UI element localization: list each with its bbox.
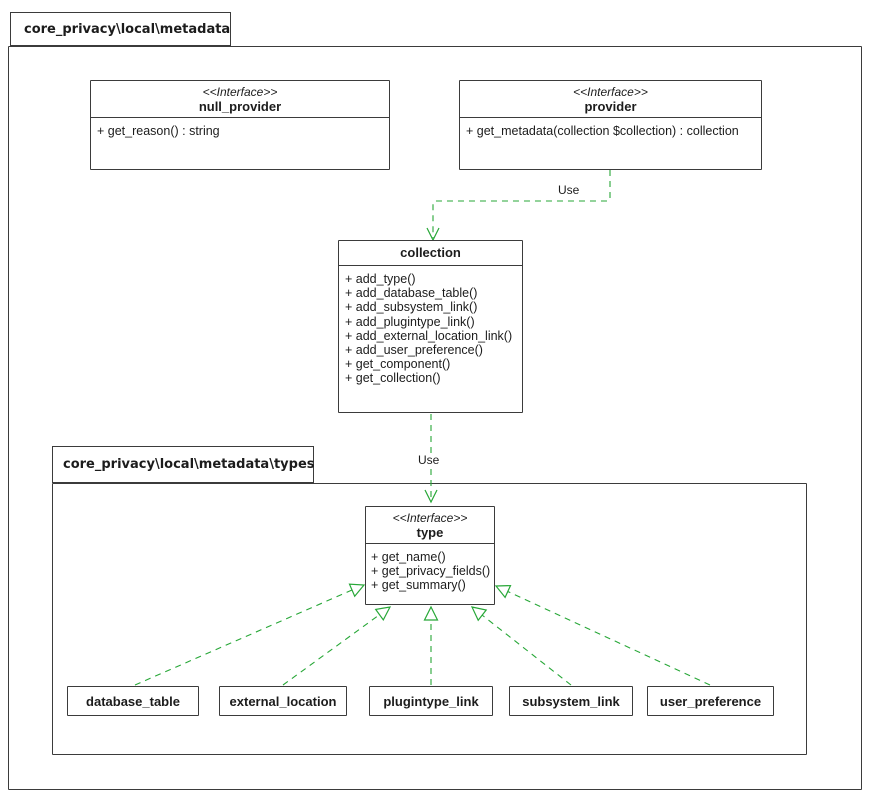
member-row: + get_privacy_fields() — [371, 564, 491, 579]
class-name: subsystem_link — [522, 693, 620, 709]
class-type-header: <<Interface>> type — [366, 507, 494, 544]
use-label-collection-type: Use — [416, 453, 442, 467]
class-type-members: + get_name() + get_privacy_fields() + ge… — [366, 544, 494, 597]
member-row: + get_metadata(collection $collection) :… — [466, 124, 739, 138]
class-plugintype-link: plugintype_link — [369, 686, 493, 716]
stereotype-label: <<Interface>> — [573, 85, 648, 99]
class-database-table: database_table — [67, 686, 199, 716]
class-name: database_table — [86, 693, 180, 709]
class-type: <<Interface>> type + get_name() + get_pr… — [365, 506, 495, 605]
member-row: + add_subsystem_link() — [345, 300, 478, 315]
class-name: type — [416, 525, 444, 540]
package-label-types: core_privacy\local\metadata\types — [52, 446, 315, 483]
class-provider: <<Interface>> provider + get_metadata(co… — [459, 80, 762, 170]
package-core-privacy-local-metadata-body — [8, 46, 862, 790]
member-row: + add_user_preference() — [345, 343, 483, 358]
member-row: + add_external_location_link() — [345, 328, 513, 343]
class-collection-members: + add_type() + add_database_table() + ad… — [339, 266, 522, 390]
class-provider-members: + get_metadata(collection $collection) :… — [460, 118, 761, 142]
class-user-preference: user_preference — [647, 686, 774, 716]
member-row: + get_summary() — [371, 578, 466, 593]
use-label-provider-collection: Use — [556, 183, 582, 197]
member-row: + add_type() — [345, 272, 416, 286]
stereotype-label: <<Interface>> — [202, 85, 278, 99]
class-subsystem-link: subsystem_link — [509, 686, 633, 716]
class-name: plugintype_link — [383, 693, 479, 709]
package-label-core-privacy-local-metadata: core_privacy\local\metadata — [10, 12, 231, 46]
class-name: null_provider — [198, 99, 282, 114]
member-row: + get_name() — [371, 550, 446, 564]
member-row: + add_plugintype_link() — [345, 314, 475, 329]
class-collection: collection + add_type() + add_database_t… — [338, 240, 523, 413]
class-name: collection — [339, 241, 522, 266]
class-name: external_location — [229, 693, 337, 709]
class-null-provider: <<Interface>> null_provider + get_reason… — [90, 80, 390, 170]
class-provider-header: <<Interface>> provider — [460, 81, 761, 118]
member-row: + get_reason() : string — [97, 124, 220, 138]
class-external-location: external_location — [219, 686, 347, 716]
class-name: user_preference — [659, 693, 762, 709]
class-null-provider-members: + get_reason() : string — [91, 118, 389, 142]
class-null-provider-header: <<Interface>> null_provider — [91, 81, 389, 118]
package-types-body — [52, 483, 807, 755]
member-row: + get_collection() — [345, 371, 441, 386]
stereotype-label: <<Interface>> — [392, 511, 468, 525]
class-name: provider — [584, 99, 637, 114]
member-row: + add_database_table() — [345, 286, 478, 301]
member-row: + get_component() — [345, 357, 451, 372]
